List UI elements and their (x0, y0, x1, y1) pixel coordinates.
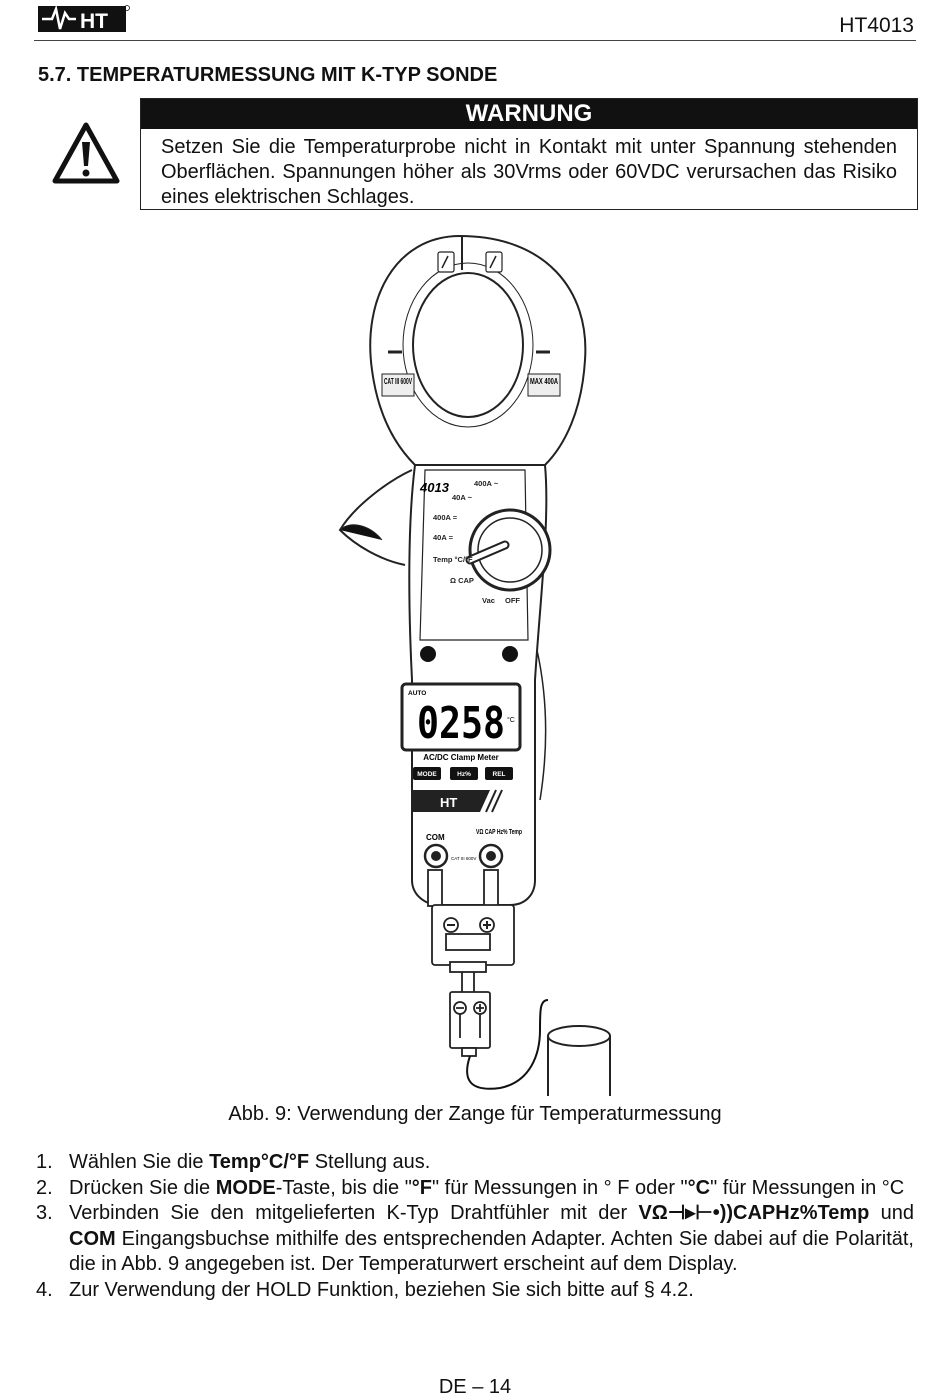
step-run: Drücken Sie die (69, 1176, 216, 1199)
display-value: 0258 (417, 698, 505, 749)
list-item: 3. Verbinden Sie den mitgelieferten K-Typ… (36, 1201, 914, 1278)
step-run: " für Messungen in ° F oder " (432, 1176, 688, 1199)
meter-name: AC/DC Clamp Meter (423, 753, 499, 762)
step-number: 4. (36, 1278, 53, 1301)
step-run: -Taste, bis die " (275, 1176, 412, 1199)
step-number: 2. (36, 1176, 53, 1199)
trigger (338, 469, 413, 566)
step-emphasis: MODE (215, 1176, 276, 1199)
step-emphasis: °F (411, 1176, 433, 1199)
body-brand: HT (440, 795, 457, 810)
logo-text: HT (80, 10, 108, 33)
lcd-display (400, 682, 522, 752)
dial-label: OFF (505, 596, 520, 605)
dial-label: Ω CAP (450, 576, 474, 585)
jaw-outline (369, 234, 587, 466)
jack-com-label: COM (426, 833, 445, 842)
step-run: Zur Verwendung der HOLD Funktion, bezieh… (69, 1278, 694, 1301)
backlight-button (502, 646, 518, 662)
instruction-steps: 1. Wählen Sie die Temp°C/°F Stellung aus.… (36, 1150, 914, 1303)
rotary-dial (468, 508, 552, 592)
body-model: 4013 (419, 480, 450, 495)
warning-text: Setzen Sie die Temperaturprobe nicht in … (161, 136, 897, 208)
step-emphasis: COM (69, 1227, 116, 1250)
hold-button (420, 646, 436, 662)
step-run: Verbinden Sie den mitgelieferten K-Typ D… (69, 1202, 639, 1224)
step-text: Zur Verwendung der HOLD Funktion, bezieh… (69, 1278, 914, 1304)
probe-cable (466, 999, 549, 1090)
header-divider (34, 40, 916, 41)
measured-object (547, 1025, 611, 1096)
figure-caption: Abb. 9: Verwendung der Zange für Tempera… (228, 1103, 722, 1125)
jaw-opening (412, 272, 524, 418)
dial-label: 400A = (433, 513, 458, 522)
step-text: Drücken Sie die MODE-Taste, bis die "°F"… (69, 1176, 914, 1202)
step-text: Wählen Sie die Temp°C/°F Stellung aus. (69, 1150, 914, 1176)
cat-badge: CAT III 600V (384, 377, 412, 386)
display-mode: AUTO (408, 690, 426, 697)
step-emphasis: VΩ⊣▸⊢•))CAPHz%Temp (638, 1202, 870, 1224)
step-number: 1. (36, 1151, 53, 1173)
step-run: Stellung aus. (309, 1151, 431, 1173)
step-text: Verbinden Sie den mitgelieferten K-Typ D… (69, 1201, 914, 1278)
k-type-plug (449, 991, 491, 1049)
warning-heading: WARNUNG (141, 99, 917, 129)
step-run: Wählen Sie die (69, 1151, 210, 1173)
dial-label: Temp °C/°F (433, 555, 473, 564)
list-item: 1. Wählen Sie die Temp°C/°F Stellung aus. (36, 1150, 914, 1176)
mode-button: MODE (417, 771, 437, 778)
dial-label: 400A ~ (474, 479, 499, 488)
list-item: 4. Zur Verwendung der HOLD Funktion, bezi… (36, 1278, 914, 1304)
step-emphasis: Temp°C/°F (209, 1151, 310, 1173)
step-emphasis: °C (687, 1176, 711, 1199)
warning-box: WARNUNG Setzen Sie die Temperaturprobe n… (140, 98, 918, 210)
dial-label: 40A = (433, 533, 454, 542)
display-unit: °C (507, 716, 515, 724)
dial-label: Vac (482, 596, 495, 605)
clamp-meter-illustration: CAT III 600V MAX 400A 4013 400A ~ 40A ~ … (338, 234, 611, 1096)
page-number: DE – 14 (438, 1376, 512, 1398)
ht-logo: HT (38, 4, 130, 33)
jack-rating: CAT III 600V (451, 856, 476, 861)
max-badge: MAX 400A (530, 377, 558, 386)
step-number: 3. (36, 1202, 53, 1224)
section-title: 5.7. TEMPERATURMESSUNG MIT K-TYP SONDE (38, 64, 498, 86)
step-run: " für Messungen in °C (710, 1176, 905, 1199)
rel-button: REL (493, 771, 506, 778)
jack-v-label: VΩ CAP Hz% Temp (476, 829, 522, 836)
dial-label: 40A ~ (452, 493, 473, 502)
model-label: HT4013 (839, 14, 914, 37)
step-run: Eingangsbuchse mithilfe des entsprechend… (69, 1227, 914, 1276)
step-run: und (869, 1202, 914, 1224)
list-item: 2.Drücken Sie die MODE-Taste, bis die "°… (36, 1176, 914, 1202)
warning-triangle-icon (52, 122, 120, 184)
hz-button: Hz% (457, 771, 471, 778)
